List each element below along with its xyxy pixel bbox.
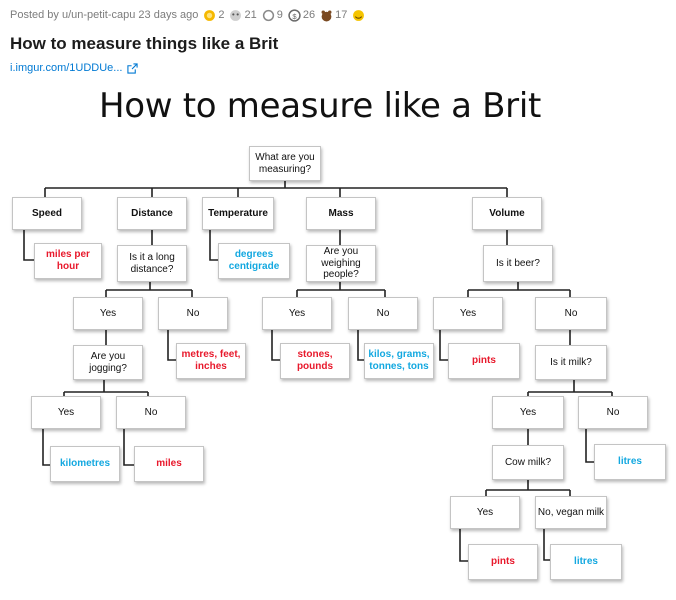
node-jogging-no: No	[116, 396, 186, 429]
answer-stones-pounds: stones, pounds	[280, 343, 350, 379]
post-meta: Posted by u/un-petit-capu 23 days ago 2 …	[10, 7, 367, 23]
node-cow-yes: Yes	[450, 496, 520, 529]
node-distance-yes: Yes	[73, 297, 143, 330]
node-beer-yes: Yes	[433, 297, 503, 330]
gold-award-icon	[204, 9, 216, 21]
svg-text:$: $	[292, 11, 297, 20]
node-temperature: Temperature	[202, 197, 274, 230]
wholesome-award-icon	[230, 9, 242, 21]
answer-kilometres: kilometres	[50, 446, 120, 482]
post-link-text[interactable]: i.imgur.com/1UDDUe...	[10, 62, 123, 74]
node-beer-question: Is it beer?	[483, 245, 553, 282]
posted-by-text[interactable]: Posted by u/un-petit-capu 23 days ago	[10, 9, 199, 21]
answer-miles-per-hour: miles per hour	[34, 243, 102, 279]
node-mass: Mass	[306, 197, 376, 230]
coin-award-icon: $	[288, 8, 301, 22]
answer-degrees-centigrade: degrees centigrade	[218, 243, 290, 279]
award-hugz[interactable]: 9	[262, 9, 283, 22]
node-root-question: What are you measuring?	[249, 146, 321, 181]
bear-award-icon	[321, 10, 332, 21]
award-gold[interactable]: 2	[203, 9, 224, 22]
node-mass-no: No	[348, 297, 418, 330]
award-coin[interactable]: $ 26	[288, 8, 315, 22]
node-beer-no: No	[535, 297, 607, 330]
award-laughing[interactable]	[352, 9, 367, 22]
node-cow-no-vegan: No, vegan milk	[535, 496, 607, 529]
node-jogging-question: Are you jogging?	[73, 345, 143, 380]
answer-miles: miles	[134, 446, 204, 482]
answer-litres-vegan-milk: litres	[550, 544, 622, 580]
answer-pints-cow-milk: pints	[468, 544, 538, 580]
node-speed: Speed	[12, 197, 82, 230]
answer-metres-feet-inches: metres, feet, inches	[176, 343, 246, 379]
node-weighing-people-question: Are you weighing people?	[306, 245, 376, 282]
chart-title: How to measure like a Brit	[98, 86, 542, 126]
node-long-distance-question: Is it a long distance?	[117, 245, 187, 282]
answer-pints-beer: pints	[448, 343, 520, 379]
hugz-award-icon	[262, 9, 274, 21]
award-bear[interactable]: 17	[320, 9, 347, 22]
post-link[interactable]: i.imgur.com/1UDDUe...	[10, 62, 139, 74]
node-jogging-yes: Yes	[31, 396, 101, 429]
node-mass-yes: Yes	[262, 297, 332, 330]
node-volume: Volume	[472, 197, 542, 230]
external-link-icon[interactable]	[127, 62, 139, 74]
answer-litres-not-milk: litres	[594, 444, 666, 480]
answer-kilos-grams-tonnes: kilos, grams, tonnes, tons	[364, 343, 434, 379]
node-distance: Distance	[117, 197, 187, 230]
node-milk-no: No	[578, 396, 648, 429]
node-cow-milk-question: Cow milk?	[492, 445, 564, 480]
award-wholesome[interactable]: 21	[229, 9, 257, 22]
laughing-award-icon	[353, 9, 365, 21]
node-distance-no: No	[158, 297, 228, 330]
node-milk-yes: Yes	[492, 396, 564, 429]
post-title[interactable]: How to measure things like a Brit	[10, 34, 279, 53]
node-milk-question: Is it milk?	[535, 345, 607, 380]
